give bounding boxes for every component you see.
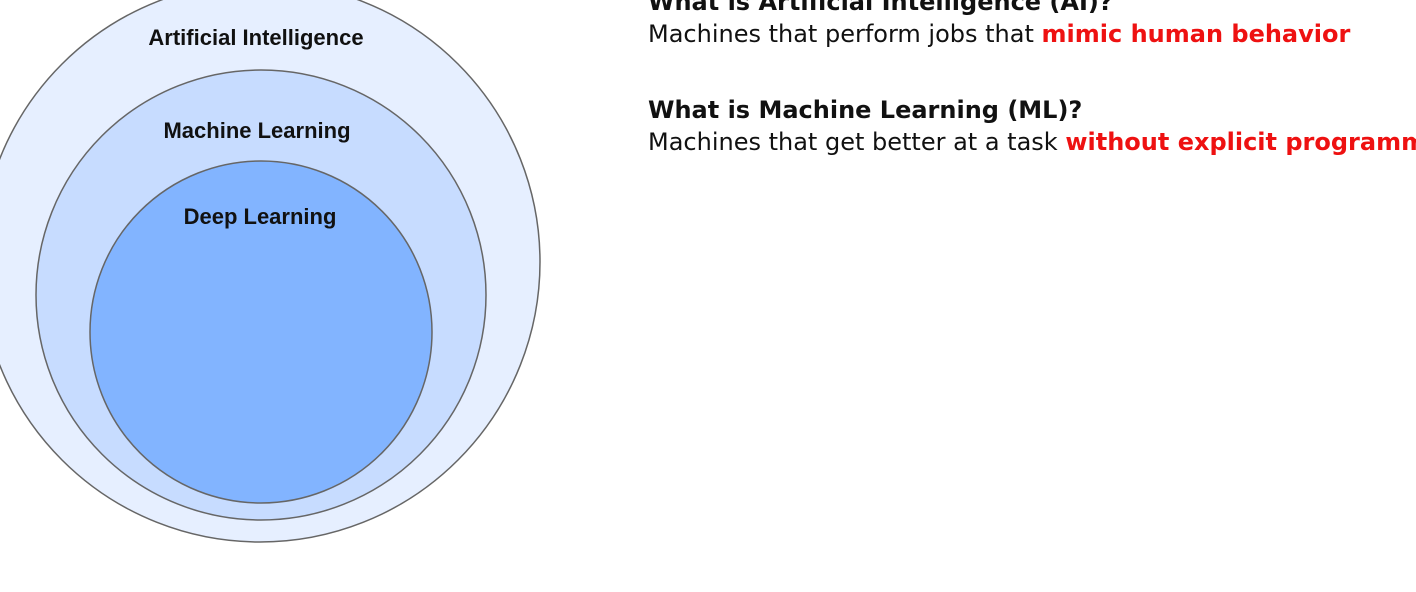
dl-circle (89, 160, 433, 504)
ai-question: What is Artificial Intelligence (AI)? (648, 0, 1113, 16)
ai-definition-block: What is Artificial Intelligence (AI)? Ma… (648, 0, 1350, 50)
dl-circle-label: Deep Learning (184, 204, 337, 229)
ai-answer-highlight: mimic human behavior (1041, 20, 1351, 48)
nested-circles-diagram: Artificial Intelligence Machine Learning… (0, 0, 541, 543)
ml-answer-text: Machines that get better at a task (648, 128, 1066, 156)
ml-definition-block: What is Machine Learning (ML)? Machines … (648, 94, 1416, 158)
ml-answer: Machines that get better at a task witho… (648, 126, 1416, 158)
ml-circle-label: Machine Learning (163, 118, 350, 143)
ai-answer-text: Machines that perform jobs that (648, 20, 1042, 48)
ml-question: What is Machine Learning (ML)? (648, 96, 1083, 124)
ai-answer: Machines that perform jobs that mimic hu… (648, 18, 1350, 50)
ai-circle-label: Artificial Intelligence (148, 25, 363, 50)
ml-answer-highlight: without explicit programming (1065, 128, 1416, 156)
